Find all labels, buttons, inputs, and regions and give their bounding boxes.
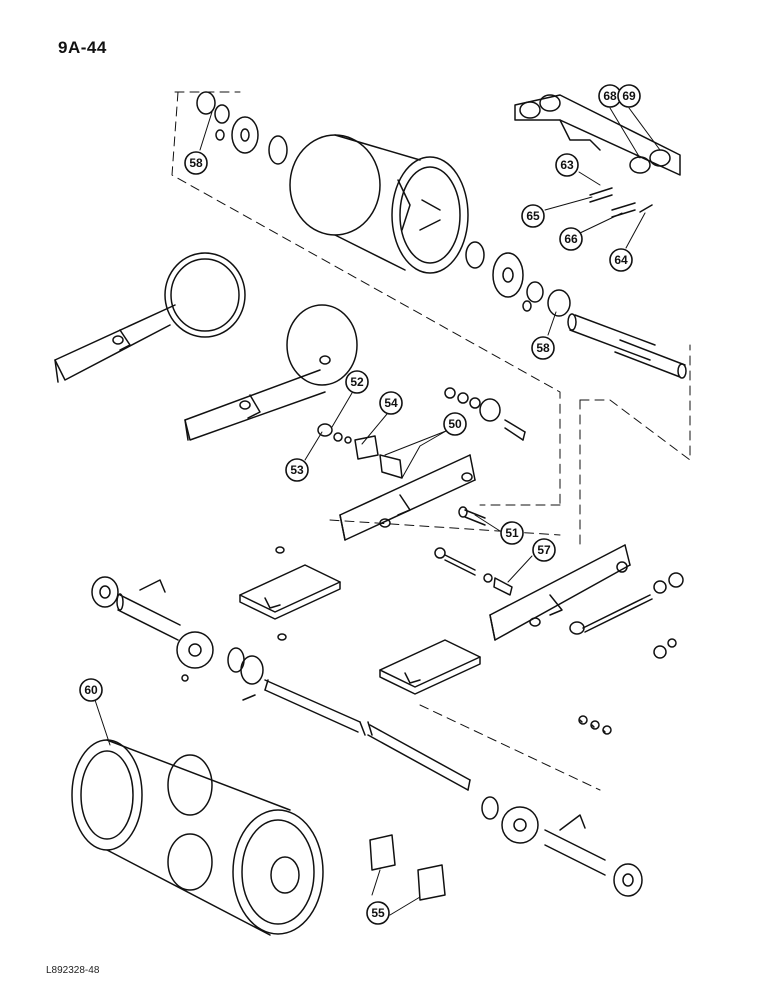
svg-text:53: 53 xyxy=(290,463,304,477)
bolt-stack xyxy=(444,387,526,441)
callout-57: 57 xyxy=(532,538,556,562)
svg-text:50: 50 xyxy=(448,417,462,431)
left-arm-with-ring xyxy=(54,252,246,383)
svg-text:69: 69 xyxy=(622,89,636,103)
svg-text:68: 68 xyxy=(603,89,617,103)
svg-text:64: 64 xyxy=(614,253,628,267)
svg-text:52: 52 xyxy=(350,375,364,389)
chain-assembly xyxy=(514,94,681,218)
callout-63: 63 xyxy=(555,153,579,177)
bottom-roller-drum xyxy=(71,739,324,936)
callout-66: 66 xyxy=(559,227,583,251)
callout-51: 51 xyxy=(500,521,524,545)
hardware-nut-washer xyxy=(317,423,403,479)
callout-55: 55 xyxy=(366,901,390,925)
left-sprocket-shaft xyxy=(91,576,264,685)
callout-53: 53 xyxy=(285,458,309,482)
square-pads xyxy=(369,834,446,901)
callout-58-center: 58 xyxy=(531,336,555,360)
right-sprocket-shaft xyxy=(481,715,643,897)
svg-text:66: 66 xyxy=(564,232,578,246)
callout-60: 60 xyxy=(79,678,103,702)
svg-text:57: 57 xyxy=(537,543,551,557)
long-drive-shaft xyxy=(242,679,471,791)
center-arm-with-disc xyxy=(184,304,358,441)
right-arm xyxy=(489,544,684,659)
svg-text:51: 51 xyxy=(505,526,519,540)
leader-lines xyxy=(94,107,661,916)
bearing-stack-center xyxy=(465,241,571,317)
callout-69: 69 xyxy=(617,84,641,108)
shield-plate-lower xyxy=(379,639,481,695)
callout-52: 52 xyxy=(345,370,369,394)
svg-text:65: 65 xyxy=(526,209,540,223)
callout-58-top: 58 xyxy=(184,151,208,175)
svg-text:60: 60 xyxy=(84,683,98,697)
callout-65: 65 xyxy=(521,204,545,228)
svg-text:54: 54 xyxy=(384,396,398,410)
page-number: 9A-44 xyxy=(58,38,107,57)
upper-shaft xyxy=(567,313,687,379)
top-roller-drum xyxy=(289,134,469,274)
callout-54: 54 xyxy=(379,391,403,415)
svg-text:58: 58 xyxy=(189,156,203,170)
svg-text:58: 58 xyxy=(536,341,550,355)
callout-50: 50 xyxy=(443,412,467,436)
bolt-assembly xyxy=(434,547,513,596)
svg-text:55: 55 xyxy=(371,906,385,920)
callout-64: 64 xyxy=(609,248,633,272)
svg-text:63: 63 xyxy=(560,158,574,172)
bearing-stack-top-left xyxy=(196,91,288,165)
middle-arm xyxy=(339,454,486,541)
figure-code: L892328-48 xyxy=(46,965,100,976)
shield-plate-upper xyxy=(239,546,341,641)
dashed-group-outline xyxy=(171,91,691,791)
